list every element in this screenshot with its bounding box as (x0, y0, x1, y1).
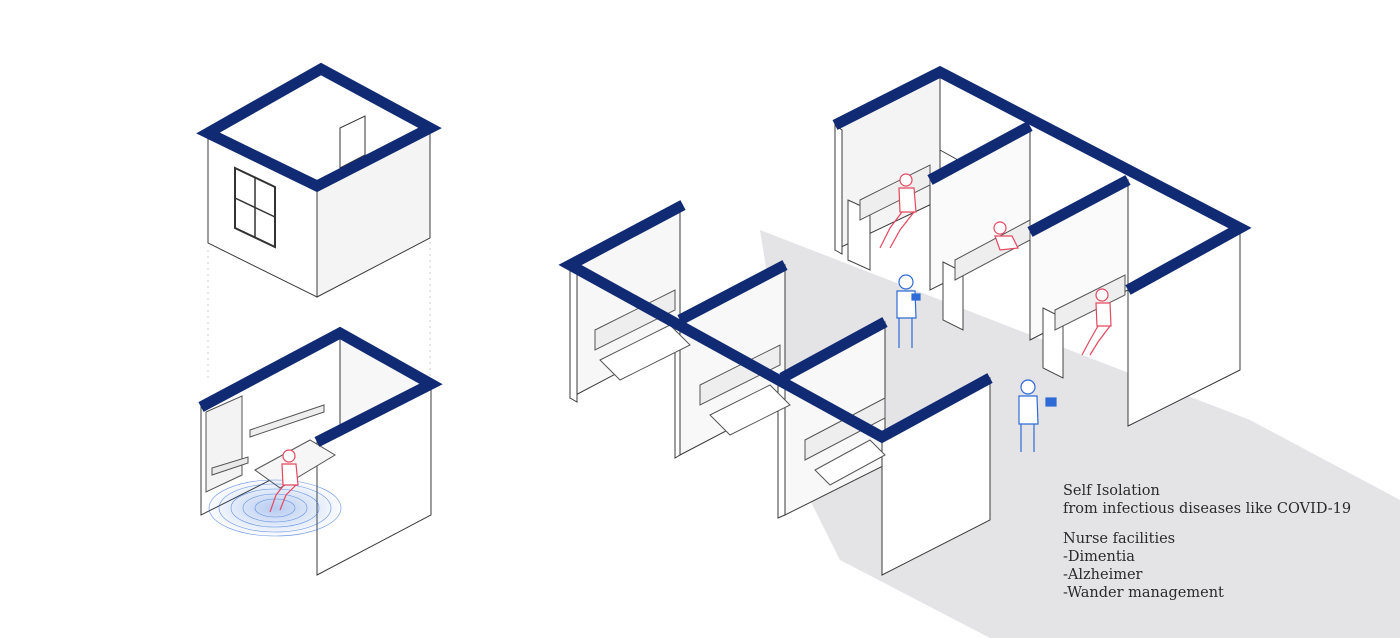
patient-figure (269, 449, 299, 513)
signal-waves (205, 478, 345, 538)
wardrobe (205, 395, 243, 493)
roof-rim (196, 62, 442, 193)
caption-line: from infectious diseases like COVID-19 (1063, 501, 1352, 517)
caption-line: -Wander management (1063, 585, 1224, 601)
roof-rim (558, 200, 993, 444)
desk (211, 456, 249, 476)
caption-line: -Dimentia (1063, 549, 1135, 565)
roof-rim (198, 326, 443, 447)
nurse-figure (896, 274, 1057, 452)
caption: Self Isolation from infectious diseases … (1063, 482, 1351, 614)
patient-figure (879, 173, 1112, 356)
caption-line: Self Isolation (1063, 483, 1160, 499)
open-room-module (198, 326, 443, 576)
roof-rim (832, 65, 1252, 295)
room-row-front (558, 200, 993, 576)
caption-title: Self Isolation from infectious diseases … (1063, 482, 1351, 518)
door-opening (339, 115, 366, 169)
caption-line: -Alzheimer (1063, 567, 1143, 583)
shelf (249, 404, 325, 438)
room-row-back (832, 65, 1252, 427)
closed-room-module (196, 62, 442, 298)
caption-list: Nurse facilities -Dimentia -Alzheimer -W… (1063, 530, 1351, 602)
caption-line: Nurse facilities (1063, 531, 1176, 547)
